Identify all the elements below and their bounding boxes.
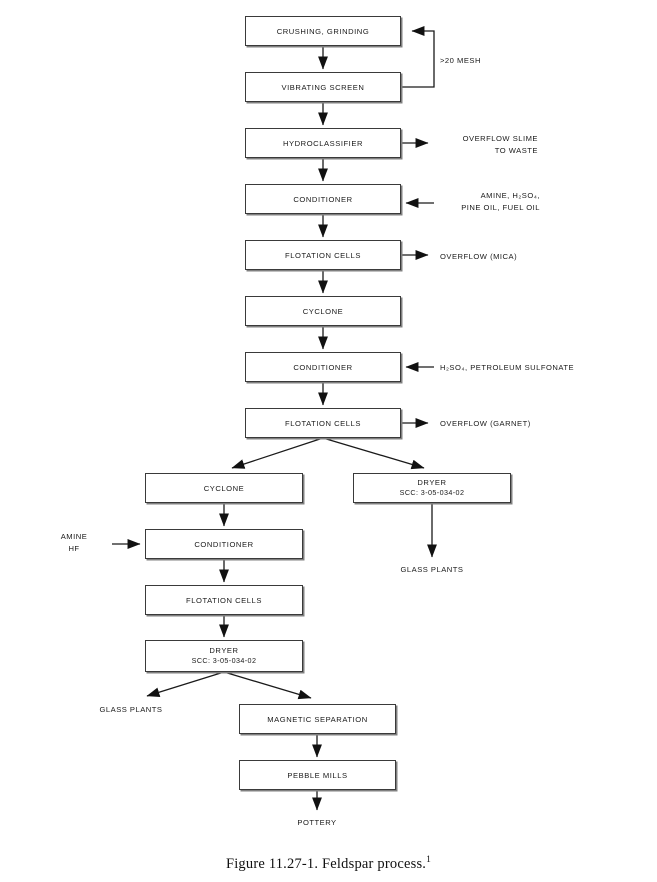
figure-caption: Figure 11.27-1. Feldspar process.1 [0,855,657,873]
process-box-label: FLOTATION CELLS [285,250,361,260]
process-box-conditioner-3[interactable]: CONDITIONER [145,529,303,559]
process-box-conditioner-2[interactable]: CONDITIONER [245,352,401,382]
stream-label-overflow-garnet: OVERFLOW (GARNET) [440,419,531,428]
process-box-label: CYCLONE [203,483,245,493]
process-box-label: CYCLONE [302,306,344,316]
process-box-pebble-mills[interactable]: PEBBLE MILLS [239,760,396,790]
process-box-label: CONDITIONER [293,194,353,204]
process-box-cyclone-2[interactable]: CYCLONE [145,473,303,503]
process-box-label: HYDROCLASSIFIER [283,138,363,148]
connector-oversize-recycle-loop [401,26,435,88]
terminal-label-glass-plants-right: GLASS PLANTS [400,565,464,574]
process-box-label: FLOTATION CELLS [186,595,262,605]
process-box-flotation-cells-3[interactable]: FLOTATION CELLS [145,585,303,615]
stream-label-overflow-slime-to-waste: OVERFLOW SLIME TO WASTE [462,134,538,155]
terminal-label-glass-plants-left: GLASS PLANTS [99,705,163,714]
process-box-label: FLOTATION CELLS [285,418,361,428]
figure-caption-text: Figure 11.27-1. Feldspar process. [225,855,427,872]
terminal-label-pottery: POTTERY [297,818,337,827]
process-box-crushing-grinding[interactable]: CRUSHING, GRINDING [245,16,401,46]
process-box-label: MAGNETIC SEPARATION [267,714,368,724]
process-box-vibrating-screen[interactable]: VIBRATING SCREEN [245,72,401,102]
process-box-dryer-left[interactable]: DRYER SCC: 3-05-034-02 [145,640,303,672]
process-box-scc-code: SCC: 3-05-034-02 [191,656,257,666]
process-box-label: DRYER [417,478,447,488]
stream-label-oversize-mesh: >20 MESH [440,56,481,65]
stream-label-overflow-mica: OVERFLOW (MICA) [440,252,518,261]
process-box-flotation-cells-2[interactable]: FLOTATION CELLS [245,408,401,438]
process-box-hydroclassifier[interactable]: HYDROCLASSIFIER [245,128,401,158]
process-box-label: CONDITIONER [293,362,353,372]
process-box-cyclone-1[interactable]: CYCLONE [245,296,401,326]
process-box-label: DRYER [209,646,239,656]
process-box-label: CRUSHING, GRINDING [276,26,370,36]
process-box-flotation-cells-1[interactable]: FLOTATION CELLS [245,240,401,270]
stream-label-amine-hf: AMINE HF [60,532,88,553]
connector-flotation2-to-dryer-right [322,437,425,470]
stream-label-conditioner-2-reagents: H₂SO₄, PETROLEUM SULFONATE [440,363,575,372]
connector-dryer-left-to-magnetic-separation [223,671,312,700]
process-box-dryer-right[interactable]: DRYER SCC: 3-05-034-02 [353,473,511,503]
figure-caption-footnote: 1 [426,855,432,865]
stream-label-conditioner-1-reagents: AMINE, H₂SO₄, PINE OIL, FUEL OIL [461,191,540,212]
process-box-label: VIBRATING SCREEN [281,82,365,92]
process-box-label: CONDITIONER [194,539,254,549]
connector-flotation2-to-cyclone2 [231,437,324,469]
process-box-label: PEBBLE MILLS [287,770,348,780]
process-box-conditioner-1[interactable]: CONDITIONER [245,184,401,214]
connector-dryer-left-to-glass-plants [146,671,225,698]
process-box-scc-code: SCC: 3-05-034-02 [399,488,465,498]
process-box-magnetic-separation[interactable]: MAGNETIC SEPARATION [239,704,396,734]
